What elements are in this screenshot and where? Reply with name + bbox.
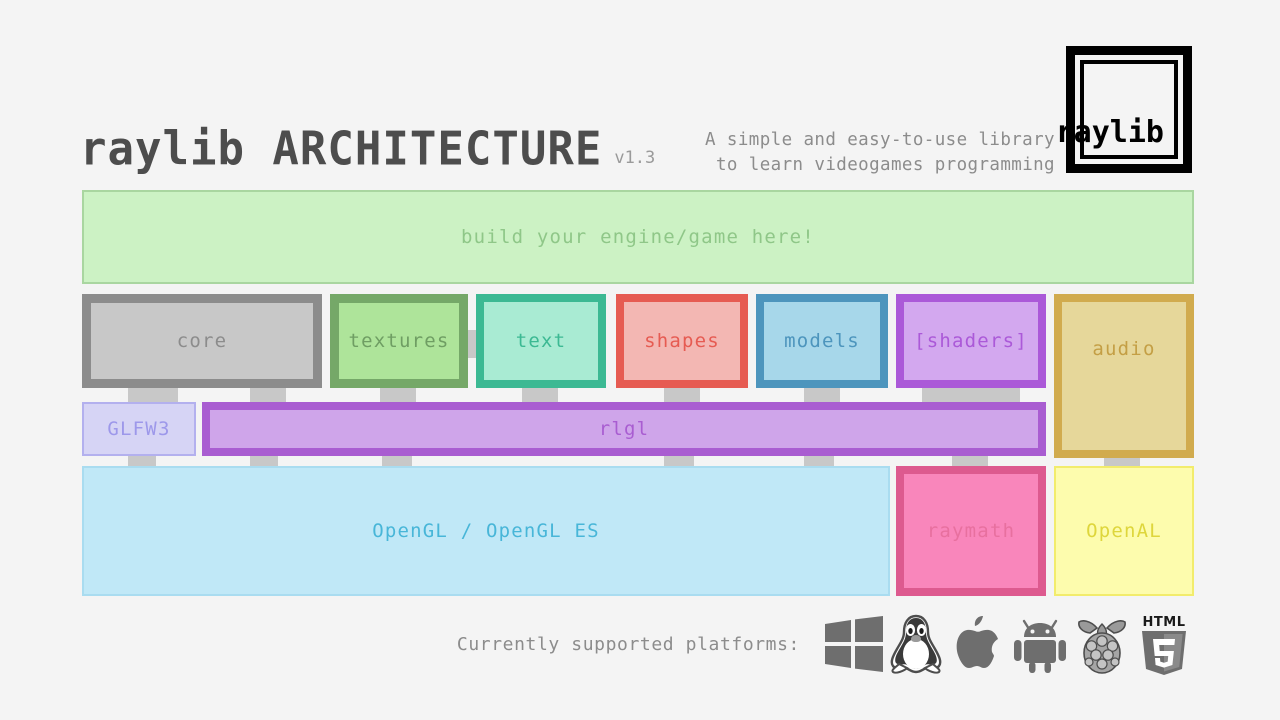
- connector-tab: [128, 452, 156, 468]
- layer-label: raymath: [926, 520, 1016, 542]
- module-label: models: [784, 330, 860, 352]
- connector-tab: [664, 452, 694, 468]
- layer-label: OpenGL / OpenGL ES: [372, 520, 600, 542]
- layer-label: build your engine/game here!: [461, 226, 815, 248]
- connector-tab: [922, 386, 1020, 404]
- layer-label: rlgl: [598, 418, 650, 440]
- connector-tab: [804, 452, 834, 468]
- layer-openal: OpenAL: [1054, 466, 1194, 596]
- connector-tab: [250, 386, 286, 404]
- module-models: models: [756, 294, 888, 388]
- module-text: text: [476, 294, 606, 388]
- module-textures: textures: [330, 294, 468, 388]
- layer-raymath: raymath: [896, 466, 1046, 596]
- svg-text:HTML: HTML: [1143, 615, 1186, 630]
- logo-text: raylib: [1055, 115, 1164, 150]
- html5-icon: HTML: [1134, 613, 1194, 675]
- supported-platforms-label: Currently supported platforms:: [456, 633, 800, 655]
- module-shaders: [shaders]: [896, 294, 1046, 388]
- raspberrypi-icon: [1072, 613, 1132, 675]
- module-shapes: shapes: [616, 294, 748, 388]
- apple-icon: [948, 613, 1008, 675]
- tagline-line-2: to learn videogames programming: [715, 155, 1055, 175]
- layer-rlgl: rlgl: [202, 402, 1046, 456]
- connector-tab: [382, 452, 412, 468]
- layer-glfw3: GLFW3: [82, 402, 196, 456]
- connector-tab: [522, 386, 558, 404]
- module-label: text: [515, 330, 567, 352]
- module-label: audio: [1092, 338, 1156, 360]
- tagline-line-1: A simple and easy-to-use library: [705, 130, 1055, 150]
- layer-label: GLFW3: [107, 418, 171, 440]
- title-text: raylib ARCHITECTURE: [80, 122, 603, 177]
- linux-icon: [886, 613, 946, 675]
- page-title: raylib ARCHITECTURE v1.3: [80, 122, 656, 177]
- android-icon: [1010, 613, 1070, 675]
- layer-opengl: OpenGL / OpenGL ES: [82, 466, 890, 596]
- connector-tab: [952, 452, 988, 468]
- module-audio: audio: [1054, 294, 1194, 458]
- module-label: shapes: [644, 330, 720, 352]
- connector-tab: [804, 386, 840, 404]
- module-label: core: [176, 330, 228, 352]
- module-core: core: [82, 294, 322, 388]
- layer-build-your-engine: build your engine/game here!: [82, 190, 1194, 284]
- connector-tab: [128, 386, 178, 404]
- module-label: [shaders]: [914, 330, 1028, 352]
- layer-label: OpenAL: [1086, 520, 1162, 542]
- connector-tab: [380, 386, 416, 404]
- connector-tab: [664, 386, 700, 404]
- module-label: textures: [348, 330, 450, 352]
- tagline: A simple and easy-to-use library to lear…: [705, 128, 1055, 178]
- logo-inner-border: raylib: [1056, 60, 1178, 159]
- footer: Currently supported platforms:: [0, 604, 1280, 684]
- raylib-logo: raylib: [1056, 46, 1192, 173]
- windows-icon: [824, 613, 884, 675]
- connector-tab: [250, 452, 278, 468]
- version-label: v1.3: [614, 148, 656, 168]
